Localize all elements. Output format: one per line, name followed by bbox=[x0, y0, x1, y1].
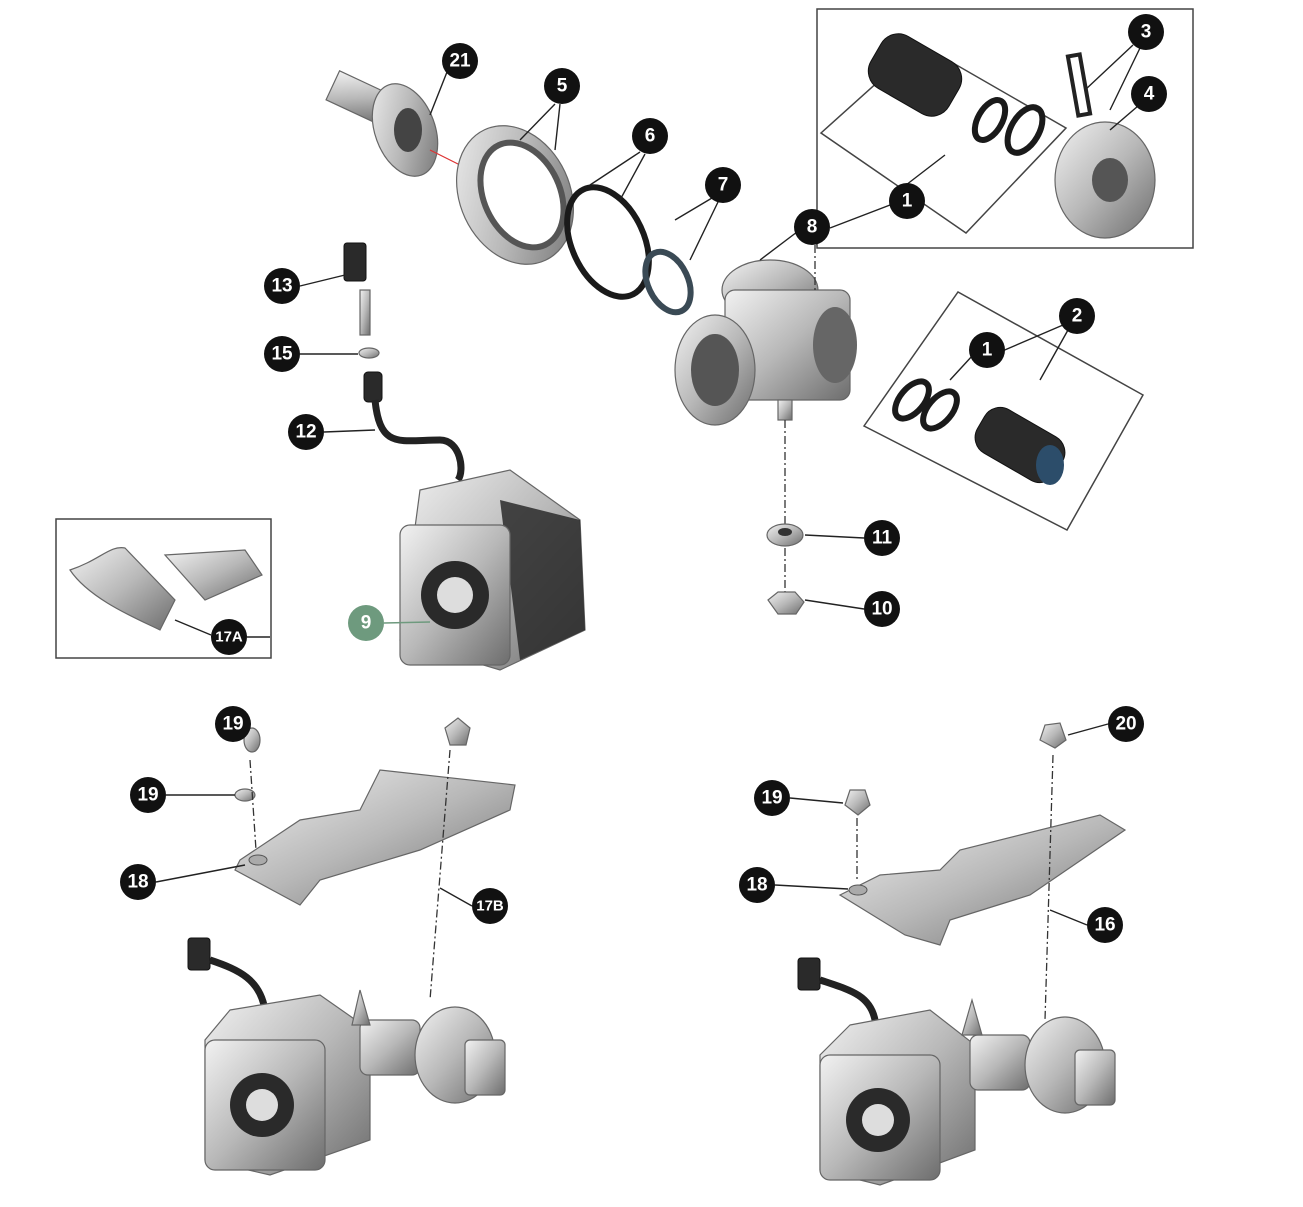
part-13-connector-cable bbox=[343, 242, 465, 483]
part-7-o-ring bbox=[642, 248, 694, 316]
callout-4[interactable]: 4 bbox=[1131, 76, 1167, 112]
callout-label: 6 bbox=[645, 126, 656, 147]
callout-16[interactable]: 16 bbox=[1087, 907, 1123, 943]
callout-label: 9 bbox=[361, 613, 372, 634]
callout-1-right[interactable]: 1 bbox=[969, 332, 1005, 368]
callout-8[interactable]: 8 bbox=[794, 209, 830, 245]
callout-label: 19 bbox=[761, 788, 782, 809]
inset-box-shaft-seal bbox=[862, 291, 1145, 531]
callout-label: 2 bbox=[1072, 306, 1083, 327]
callout-label: 3 bbox=[1141, 22, 1152, 43]
callout-label: 20 bbox=[1115, 714, 1136, 735]
part-seal-cartridge-right bbox=[892, 378, 1066, 485]
callout-17b[interactable]: 17B bbox=[472, 888, 508, 924]
part-seal-cartridge-top bbox=[867, 33, 1156, 239]
callout-6[interactable]: 6 bbox=[632, 118, 668, 154]
callout-label: 19 bbox=[222, 714, 243, 735]
callout-label: 18 bbox=[746, 875, 767, 896]
callout-11[interactable]: 11 bbox=[864, 520, 900, 556]
part-10-nut bbox=[767, 591, 805, 615]
callout-18-left[interactable]: 18 bbox=[120, 864, 156, 900]
bottom-right-assembly bbox=[797, 722, 1127, 1186]
part-6-o-ring bbox=[564, 184, 652, 300]
callout-7[interactable]: 7 bbox=[705, 167, 741, 203]
callout-21[interactable]: 21 bbox=[442, 43, 478, 79]
callout-19-left[interactable]: 19 bbox=[130, 777, 166, 813]
part-17a-bracket bbox=[69, 547, 263, 631]
callout-label: 16 bbox=[1094, 915, 1115, 936]
callout-label: 5 bbox=[557, 76, 568, 97]
callout-19-top-left[interactable]: 19 bbox=[215, 706, 251, 742]
callout-13[interactable]: 13 bbox=[264, 268, 300, 304]
callout-10[interactable]: 10 bbox=[864, 591, 900, 627]
callout-5[interactable]: 5 bbox=[544, 68, 580, 104]
callout-label: 17B bbox=[476, 898, 504, 915]
callout-label: 1 bbox=[982, 340, 993, 361]
callout-label: 19 bbox=[137, 785, 158, 806]
part-5-bearing-ring bbox=[455, 125, 575, 265]
callout-label: 18 bbox=[127, 872, 148, 893]
callout-label: 21 bbox=[449, 51, 471, 72]
callout-label: 7 bbox=[718, 175, 729, 196]
callout-2[interactable]: 2 bbox=[1059, 298, 1095, 334]
inset-box-bracket-17a bbox=[55, 518, 272, 659]
callout-label: 15 bbox=[271, 344, 293, 365]
callout-label: 4 bbox=[1144, 84, 1155, 105]
callout-label: 13 bbox=[271, 276, 292, 297]
callout-15[interactable]: 15 bbox=[264, 336, 300, 372]
inset-box-seal-kit bbox=[816, 8, 1194, 249]
callout-label: 17A bbox=[215, 629, 243, 646]
callout-12[interactable]: 12 bbox=[288, 414, 324, 450]
callout-label: 12 bbox=[295, 422, 316, 443]
callout-19-right[interactable]: 19 bbox=[754, 780, 790, 816]
part-8-housing bbox=[674, 259, 857, 426]
callout-label: 1 bbox=[902, 191, 913, 212]
part-21-shaft-flange bbox=[325, 70, 439, 177]
bottom-left-assembly bbox=[187, 717, 516, 1176]
part-9-motor bbox=[399, 469, 586, 671]
callout-17a[interactable]: 17A bbox=[211, 619, 247, 655]
callout-label: 11 bbox=[872, 528, 893, 549]
callout-18-right[interactable]: 18 bbox=[739, 867, 775, 903]
callout-1-top[interactable]: 1 bbox=[889, 183, 925, 219]
callout-20[interactable]: 20 bbox=[1108, 706, 1144, 742]
callout-9-highlighted[interactable]: 9 bbox=[348, 605, 384, 641]
callout-label: 10 bbox=[871, 599, 892, 620]
callout-3[interactable]: 3 bbox=[1128, 14, 1164, 50]
callout-label: 8 bbox=[807, 217, 818, 238]
leader-lines bbox=[155, 44, 1141, 926]
